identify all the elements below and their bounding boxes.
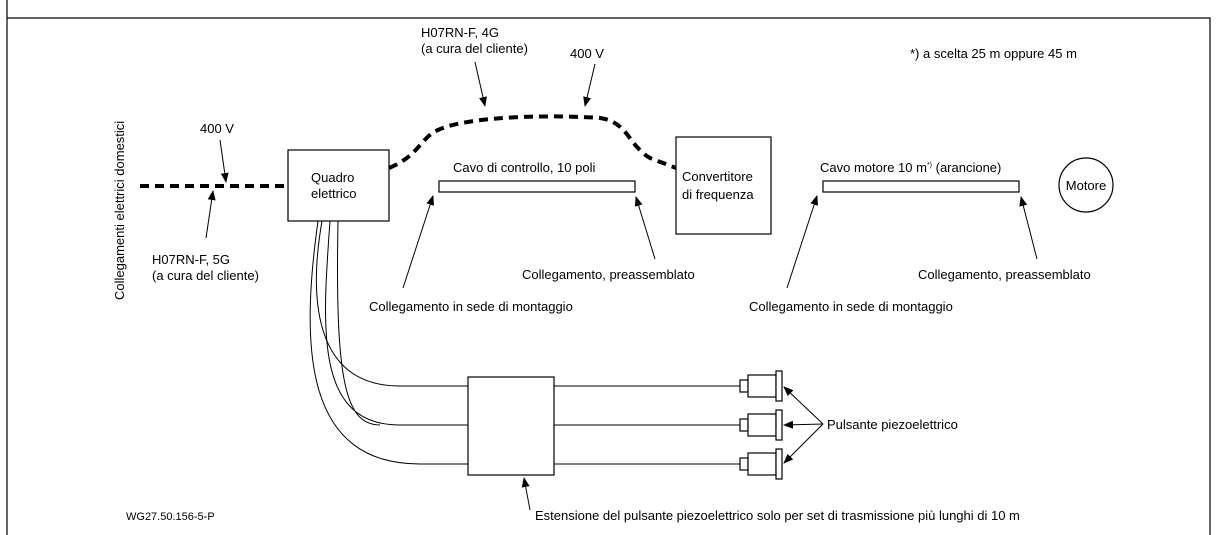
piezo-cable-2	[325, 220, 468, 426]
motor-cable-preassembled-label: Collegamento, preassemblato	[918, 267, 1091, 282]
supply-cable-4g	[388, 114, 677, 170]
control-panel-label-2: elettrico	[311, 186, 357, 201]
piezo-cable-4	[309, 220, 468, 465]
cable-left-type: H07RN-F, 5G	[152, 252, 230, 267]
control-cable-site-label: Collegamento in sede di montaggio	[369, 299, 573, 314]
control-cable-preassembled-label: Collegamento, preassemblato	[522, 267, 695, 282]
control-cable-label: Cavo di controllo, 10 poli	[453, 160, 595, 175]
control-cable	[438, 180, 636, 193]
cable-top-arrow	[474, 61, 487, 107]
diagram-frame	[6, 0, 1211, 535]
cable-top-type: H07RN-F, 4G	[421, 25, 499, 40]
cable-left-owner: (a cura del cliente)	[152, 268, 259, 283]
voltage-top-arrow	[583, 63, 596, 107]
motor-circle	[1058, 157, 1114, 213]
motor-cable-site-arrow	[786, 195, 819, 289]
frequency-converter-label-2: di frequenza	[682, 187, 754, 202]
motor-cable-site-label: Collegamento in sede di montaggio	[749, 299, 953, 314]
piezo-extension-arrow	[521, 477, 531, 511]
motor-cable-preassembled-arrow	[1019, 196, 1038, 260]
motor-cable	[822, 180, 1020, 193]
footnote-length-choice: *) a scelta 25 m oppure 45 m	[910, 46, 1077, 61]
control-panel-box	[287, 149, 390, 222]
piezo-extension-label: Estensione del pulsante piezoelettrico s…	[535, 508, 1020, 523]
control-cable-site-arrow	[402, 195, 435, 289]
piezo-cable-1	[316, 220, 468, 387]
frequency-converter-box	[675, 136, 772, 235]
piezo-extension-box	[467, 376, 555, 476]
control-panel-label-1: Quadro	[311, 170, 354, 185]
piezo-pointer-2	[783, 420, 824, 429]
voltage-left-label: 400 V	[200, 121, 234, 136]
piezo-button-1	[739, 370, 783, 402]
cable-left-arrow	[205, 190, 216, 239]
control-cable-preassembled-arrow	[634, 196, 656, 260]
motor-label: Motore	[1066, 178, 1106, 193]
frequency-converter-label-1: Convertitore	[682, 169, 753, 184]
piezo-cable-3	[337, 220, 381, 426]
piezo-button-3	[739, 448, 783, 480]
figure-code: WG27.50.156-5-P	[126, 511, 215, 523]
piezo-pointer-1	[783, 386, 824, 425]
cable-top-owner: (a cura del cliente)	[421, 41, 528, 56]
voltage-left-arrow	[219, 139, 229, 183]
voltage-top-label: 400 V	[570, 46, 604, 61]
piezo-pointer-3	[783, 423, 824, 464]
motor-cable-label: Cavo motore 10 m*) (arancione)	[820, 160, 1001, 175]
house-connections-label: Collegamenti elettrici domestici	[112, 121, 127, 300]
piezo-button-2	[739, 409, 783, 441]
piezo-button-label: Pulsante piezoelettrico	[827, 417, 958, 432]
